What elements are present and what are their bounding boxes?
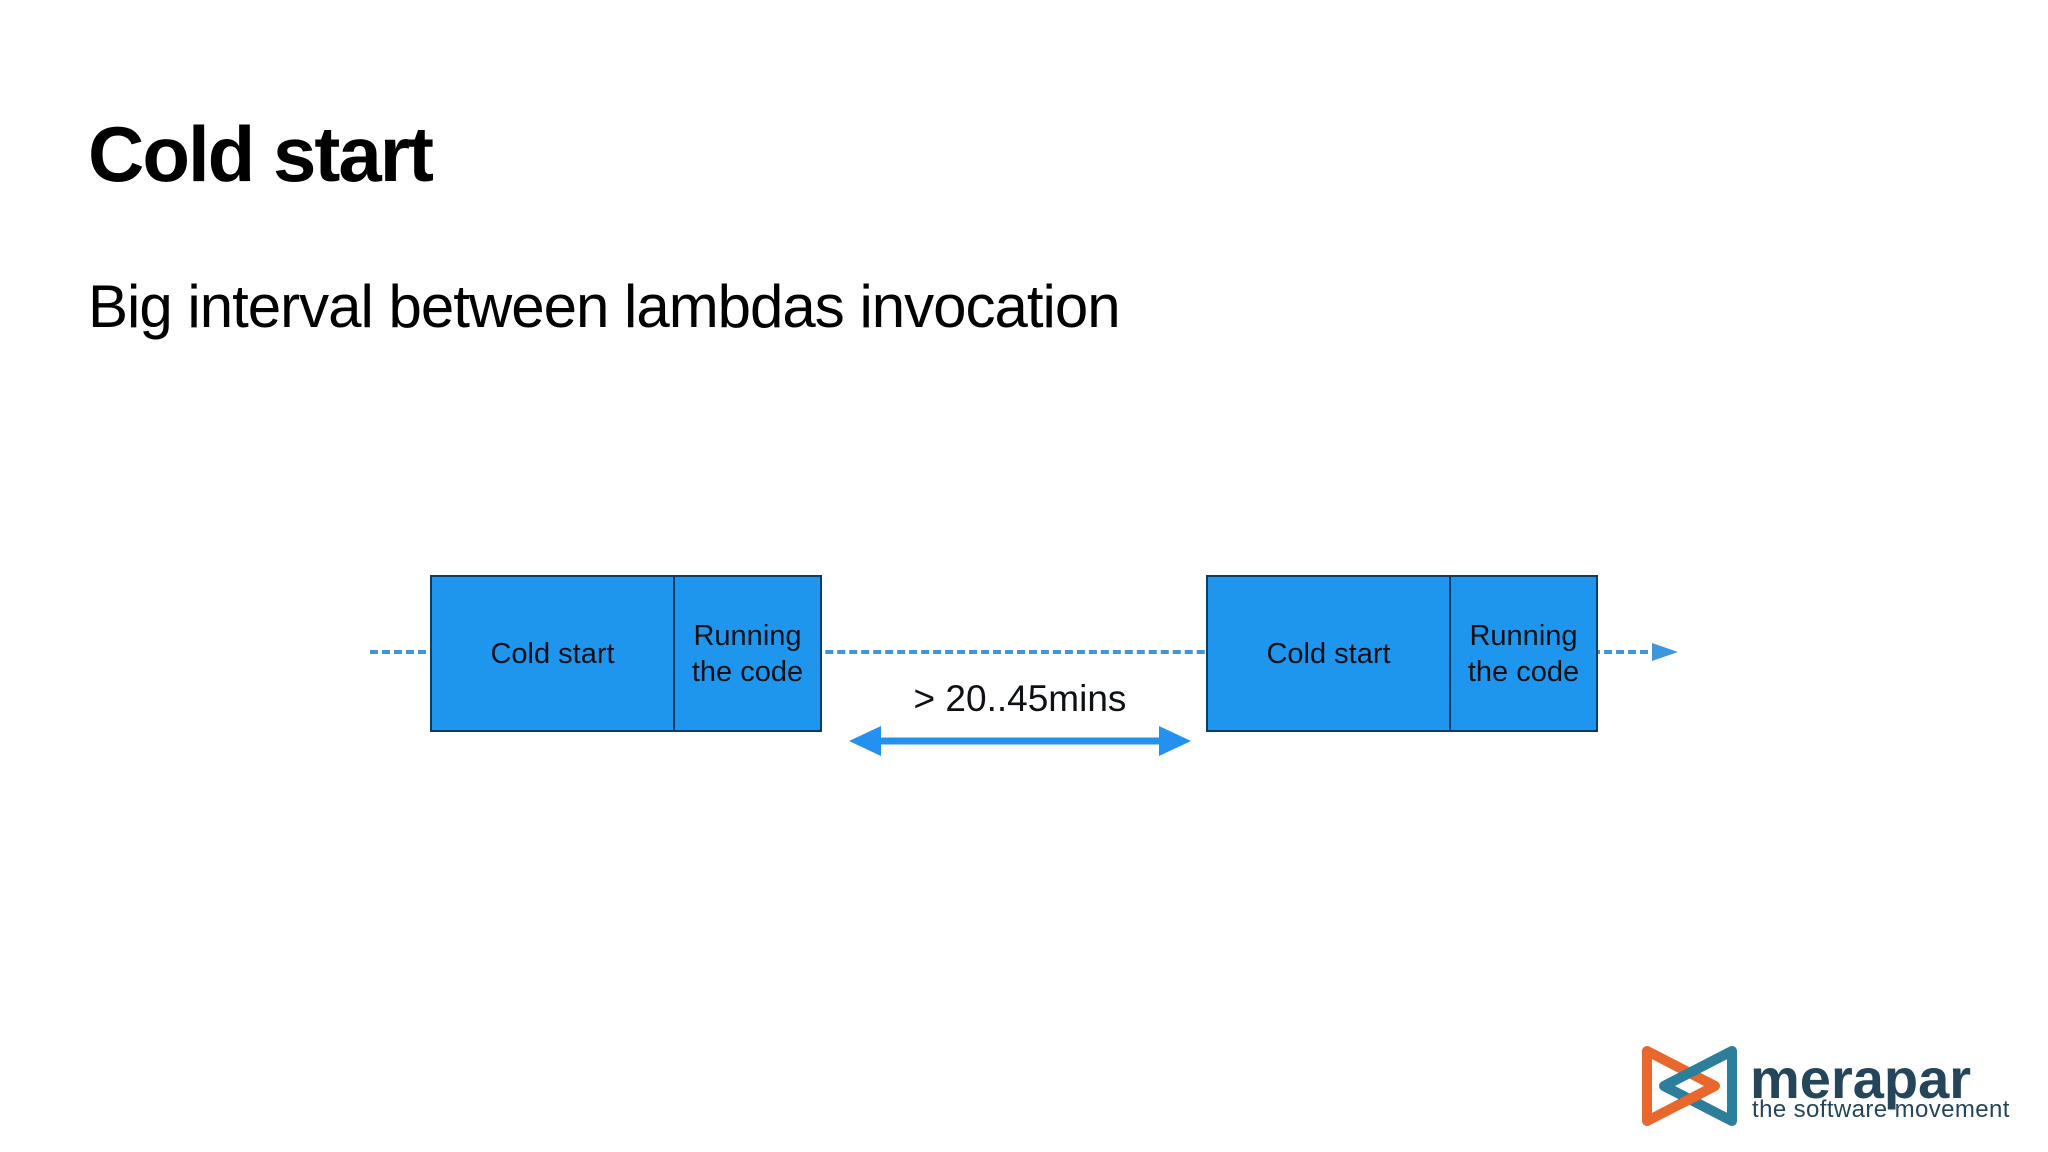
box-segment-running-code: Running the code: [691, 619, 804, 688]
box-segment-running-code: Running the code: [1467, 619, 1580, 688]
merapar-logo: merapar the software movement: [1638, 1038, 2038, 1138]
box-segment-cold-start: Cold start: [1208, 577, 1451, 730]
lambda-box-first: Cold start Running the code: [430, 575, 822, 732]
box-segment-cold-start: Cold start: [432, 577, 675, 730]
slide-subtitle: Big interval between lambdas invocation: [88, 273, 1121, 340]
merapar-tagline: the software movement: [1752, 1096, 2010, 1123]
merapar-logo-icon: [1642, 1046, 1737, 1126]
lambda-box-second: Cold start Running the code: [1206, 575, 1598, 732]
interval-label: > 20..45mins: [913, 678, 1127, 719]
timeline-dotted-line: [370, 650, 1660, 654]
timeline-arrowhead-icon: [1652, 643, 1678, 661]
interval-arrow-icon: [849, 726, 1191, 756]
page-title: Cold start: [88, 110, 434, 198]
merapar-wordmark: merapar: [1750, 1047, 1972, 1110]
